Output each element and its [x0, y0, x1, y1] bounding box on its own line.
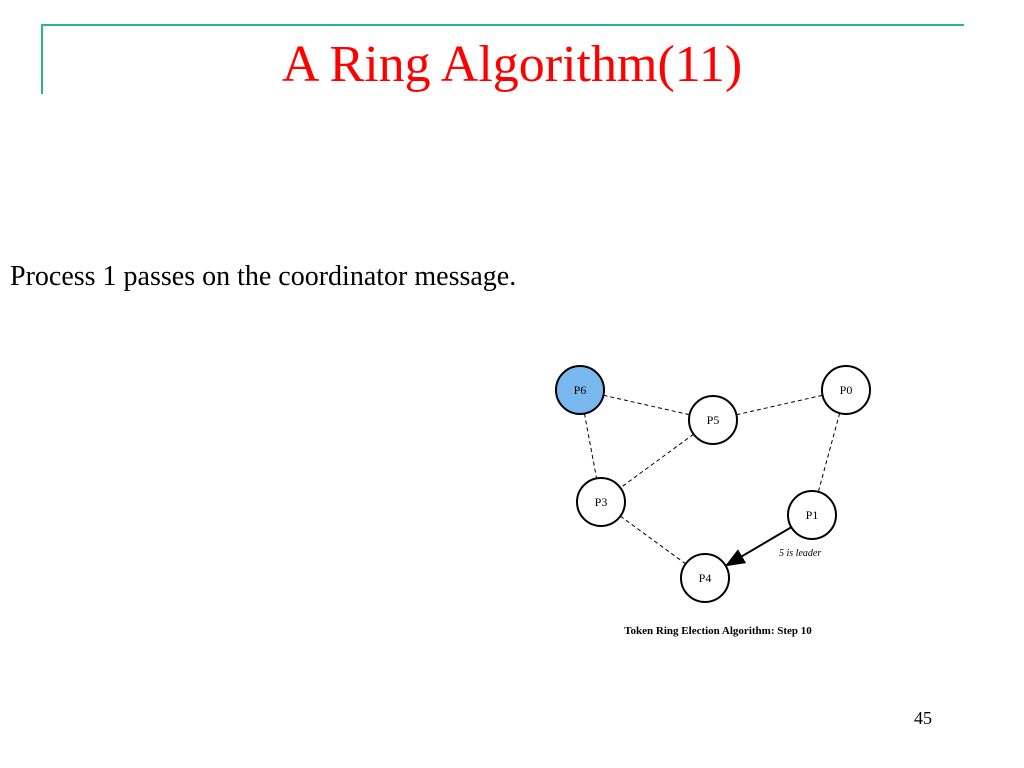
arrow-label: 5 is leader: [779, 548, 821, 559]
node-p6: P6: [555, 365, 605, 415]
top-rule: [42, 24, 964, 26]
node-circle: [821, 365, 871, 415]
edge-p5-p3: [620, 433, 694, 489]
edge-p6-p5: [603, 394, 690, 416]
node-label: P0: [840, 383, 853, 397]
slide-number: 45: [914, 708, 932, 728]
node-label: P4: [699, 571, 712, 585]
node-label: P5: [707, 413, 720, 427]
node-circle: [787, 490, 837, 540]
edge-p5-p0: [736, 394, 823, 416]
node-circle: [680, 553, 730, 603]
node-label: P6: [574, 383, 587, 397]
node-circle: [555, 365, 605, 415]
node-label: P1: [806, 508, 819, 522]
edge-p1-p4: [724, 526, 792, 567]
edge-p0-p1: [817, 413, 841, 492]
node-circle: [688, 395, 738, 445]
node-label: P3: [595, 495, 608, 509]
node-circle: [576, 477, 626, 527]
node-p5: P5: [688, 395, 738, 445]
edge-p6-p3: [583, 413, 598, 479]
edge-p3-p4: [620, 515, 686, 565]
node-p0: P0: [821, 365, 871, 415]
node-p3: P3: [576, 477, 626, 527]
node-p4: P4: [680, 553, 730, 603]
body-text: Process 1 passes on the coordinator mess…: [10, 261, 517, 292]
node-p1: P1: [787, 490, 837, 540]
left-rule: [41, 24, 43, 94]
diagram-caption: Token Ring Election Algorithm: Step 10: [624, 625, 812, 637]
slide-title: A Ring Algorithm(11): [281, 36, 743, 93]
